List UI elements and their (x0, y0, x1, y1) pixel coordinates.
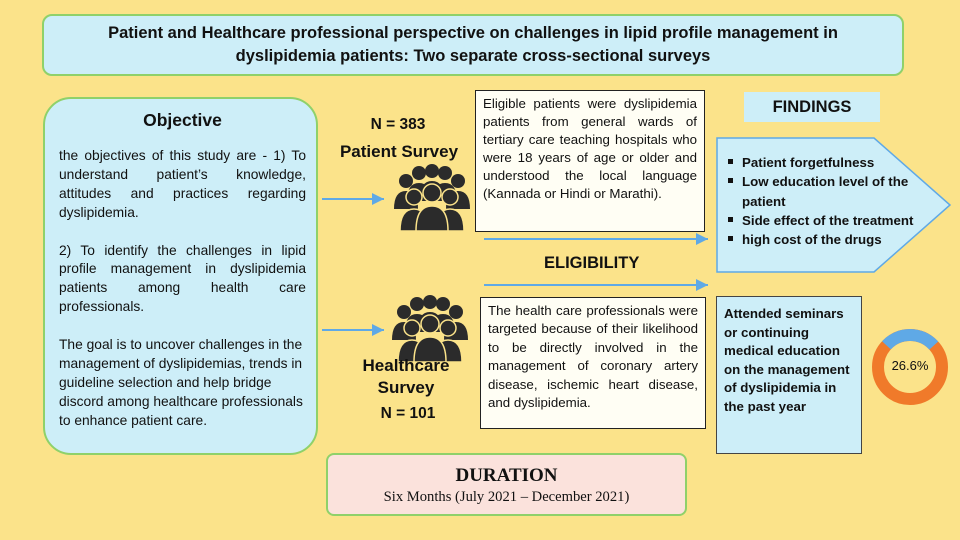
healthcare-survey-n: N = 101 (380, 405, 436, 422)
objective-paragraph-1: the objectives of this study are - 1) To… (59, 147, 306, 220)
patient-eligibility-box: Eligible patients were dyslipidemia pati… (475, 90, 705, 232)
findings-item: Low education level of the patient (728, 172, 918, 211)
healthcare-survey-label-line-2: Survey (377, 378, 435, 398)
duration-text: Six Months (July 2021 – December 2021) (383, 489, 630, 505)
healthcare-survey-label-line-1: Healthcare (362, 356, 450, 375)
objective-panel: Objective the objectives of this study a… (43, 97, 318, 455)
findings-list: Patient forgetfulness Low education leve… (728, 153, 918, 249)
objective-heading: Objective (143, 110, 222, 130)
duration-heading: DURATION (455, 465, 558, 486)
findings-item: Patient forgetfulness (728, 153, 918, 172)
healthcare-survey-label: Healthcare Survey (356, 355, 456, 400)
patient-survey-label: Patient Survey (339, 142, 459, 161)
findings-heading: FINDINGS (744, 92, 880, 122)
duration-panel: DURATION Six Months (July 2021 – Decembe… (326, 453, 687, 516)
healthcare-eligibility-box: The health care professionals were targe… (480, 297, 706, 429)
donut-percentage-label: 26.6% (891, 358, 929, 373)
findings-arrow-shape (716, 137, 952, 273)
title-line-2: dyslipidemia patients: Two separate cros… (235, 47, 711, 65)
findings-item: Side effect of the treatment (728, 211, 918, 230)
objective-paragraph-2: 2) To identify the challenges in lipid p… (59, 242, 306, 315)
objective-paragraph-3: The goal is to uncover challenges in the… (59, 337, 303, 428)
findings-item: high cost of the drugs (728, 230, 918, 249)
donut-value-arc (872, 329, 948, 405)
page-title: Patient and Healthcare professional pers… (42, 14, 904, 76)
people-group-icon (392, 295, 468, 363)
people-group-icon (394, 164, 470, 232)
eligibility-label: ELIGIBILITY (544, 254, 640, 272)
title-line-1: Patient and Healthcare professional pers… (108, 23, 838, 42)
seminar-finding-box: Attended seminars or continuing medical … (716, 296, 862, 454)
donut-chart (872, 329, 948, 405)
patient-survey-n: N = 383 (370, 116, 426, 133)
